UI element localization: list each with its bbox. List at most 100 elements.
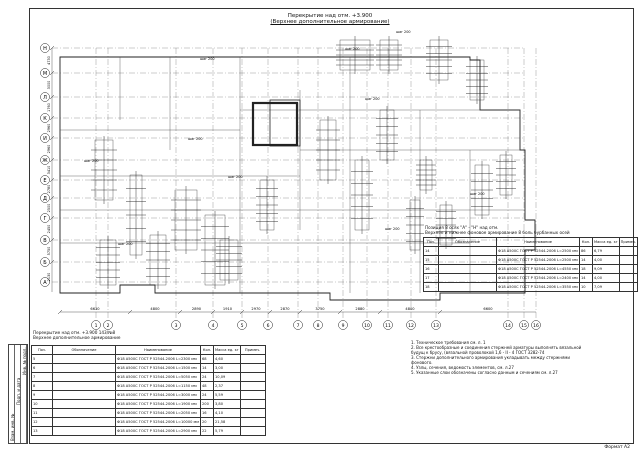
note-line: 5. Указанные слои обозначены согласно да… (411, 370, 558, 375)
rebar-step-label: шаг 200 (228, 175, 243, 179)
note-line: 1. Техническое требования см. л. 1 (411, 340, 486, 345)
table-cell (438, 282, 497, 292)
row-axis-label: Г (43, 216, 46, 222)
col-axis-label: 16 (533, 323, 539, 329)
col-axis-bubble (519, 320, 529, 330)
rebar-step-label: шаг 200 (396, 30, 411, 34)
row-axis-bubble (40, 235, 50, 245)
table-cell (52, 390, 116, 400)
row-axis-label: Н (43, 46, 47, 52)
rebar-step-label: шаг 200 (345, 47, 360, 51)
table-cell (618, 246, 639, 256)
stamp-sidebar: Взам. инв. № Подп. и дата Инв. № подл. (8, 344, 28, 444)
dimension-value: 2870 (280, 307, 290, 311)
table-cell: 6 (31, 363, 53, 373)
table-cell (52, 381, 116, 391)
dimension-value: 2890 (192, 307, 202, 311)
table-cell (239, 408, 266, 418)
dimension-value: 2450 (47, 225, 51, 234)
table-cell: 14 (200, 363, 214, 373)
row-axis-bubble (40, 213, 50, 223)
table-cell: Ф18 А500С ГОСТ Р 52544-2006 L=3550 мм (496, 282, 580, 292)
table-cell: 7,09 (592, 282, 620, 292)
table-header-cell: Обозначение (438, 237, 497, 247)
dimension-value: 1910 (223, 307, 233, 311)
rebar-step-label: шаг 200 (365, 97, 380, 101)
table-cell (239, 426, 266, 436)
table-cell (618, 255, 639, 265)
table-cell: 24 (200, 372, 214, 382)
table-header-cell: Кол. (200, 345, 214, 355)
col-axis-label: 4 (212, 323, 215, 329)
caption-line: Верхнее и нижнее фоновое армирование 8 б… (425, 230, 570, 235)
col-axis-label: 13 (433, 323, 439, 329)
dimension-tick (49, 94, 55, 100)
col-axis-label: 5 (241, 323, 244, 329)
row-axis-bubble (40, 113, 50, 123)
table-cell: Ф18 А500С ГОСТ Р 52544-2006 L=4550 мм (496, 264, 580, 274)
table-cell (239, 372, 266, 382)
col-axis-bubble (91, 320, 101, 330)
col-axis-label: 2 (107, 323, 110, 329)
col-axis-bubble (313, 320, 323, 330)
row-axis-bubble (40, 257, 50, 267)
drawing-subtitle: (Верхнее дополнительное армирование) (270, 19, 390, 25)
dimension-value: 3000 (47, 81, 51, 90)
col-axis-label: 9 (342, 323, 345, 329)
col-axis-label: 6 (267, 323, 270, 329)
table-header-cell: Поз. (31, 345, 53, 355)
dimension-value: 4800 (405, 307, 415, 311)
table-cell: 4,00 (592, 273, 620, 283)
row-axis-bubble (40, 68, 50, 78)
table-cell: Ф18 А500С ГОСТ Р 52544-2006 L=1150 мм (115, 381, 201, 391)
table-cell (52, 426, 116, 436)
drawing-title-block: Перекрытие над отм. +3.900 (Верхнее допо… (260, 13, 400, 25)
table-cell: 15 (423, 255, 439, 265)
slab-internal-lines (119, 57, 471, 293)
dimension-tick (127, 309, 133, 315)
stamp-column: Подп. и дата (15, 345, 21, 443)
dimension-tick (377, 309, 383, 315)
col-axis-bubble (406, 320, 416, 330)
table-cell: 4,60 (213, 354, 241, 364)
col-axis-label: 8 (317, 323, 320, 329)
table-cell: Ф18 А500С ГОСТ Р 52544-2006 L=2050 мм (115, 408, 201, 418)
col-axis-label: 14 (505, 323, 511, 329)
dimension-value: 2780 (47, 185, 51, 194)
col-axis-bubble (338, 320, 348, 330)
col-axis-label: 3 (175, 323, 178, 329)
table-cell: 4,00 (592, 255, 620, 265)
table-header-cell: Масса ед. кг (592, 237, 620, 247)
col-axis-bubble (263, 320, 273, 330)
stair-frame (269, 99, 301, 147)
table-cell: 2,37 (213, 381, 241, 391)
dimension-tick (49, 70, 55, 76)
dimension-value: 5750 (47, 247, 51, 256)
col-axis-label: 11 (385, 323, 391, 329)
dimension-tick (49, 157, 55, 163)
table-header-cell: Обозначение (52, 345, 116, 355)
stamp-column: Инв. № подл. (21, 345, 27, 443)
col-axis-label: 12 (408, 323, 414, 329)
col-axis-bubble (531, 320, 541, 330)
rebar-step-label: шаг 200 (385, 227, 400, 231)
row-axis-bubble (40, 43, 50, 53)
caption-line: Позиция 8 осях "А" - "Н" над отм. (425, 225, 499, 230)
sheet-frame (29, 8, 634, 444)
table-cell: 3,80 (213, 399, 241, 409)
table-cell (438, 273, 497, 283)
table-cell: 10,09 (213, 372, 241, 382)
table-cell: 13 (31, 426, 53, 436)
table-cell (52, 408, 116, 418)
row-axis-bubble (40, 92, 50, 102)
dimension-value: 6600 (483, 307, 493, 311)
